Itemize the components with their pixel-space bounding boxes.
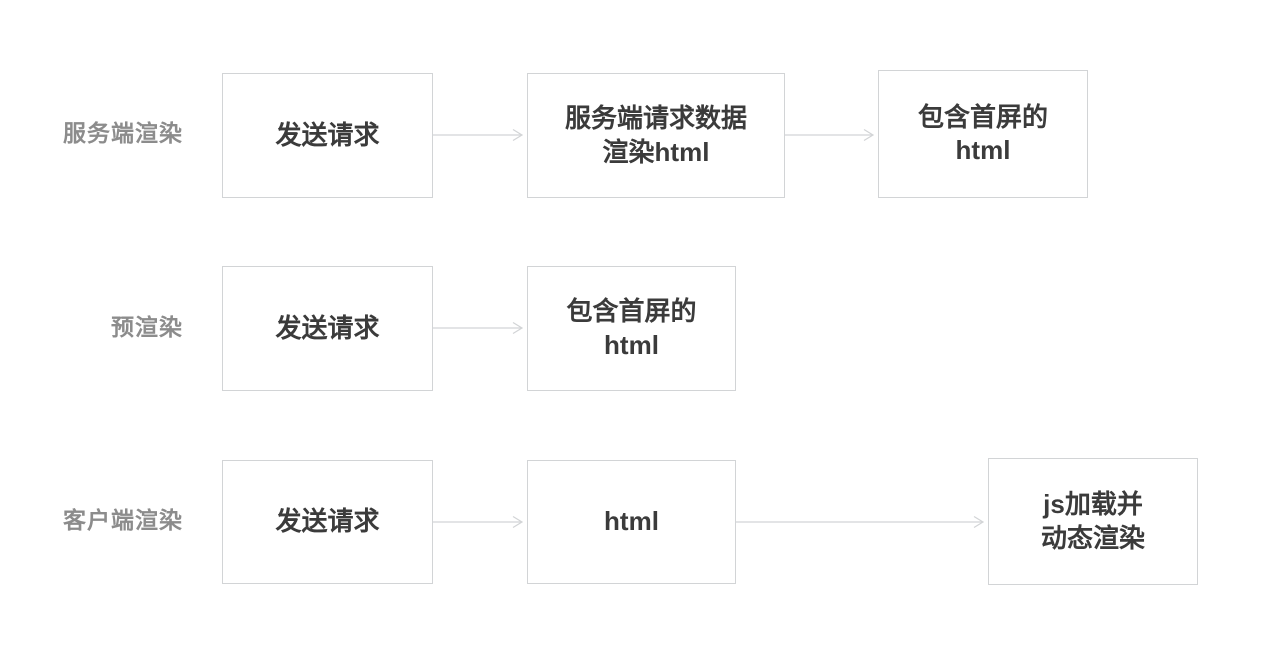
node-csr-html[interactable]: html [527,460,736,584]
row-label-prerendering: 预渲染 [111,314,183,340]
node-pre-html-with-first-screen[interactable]: 包含首屏的 html [527,266,736,391]
node-ssr-server-fetch-render[interactable]: 服务端请求数据 渲染html [527,73,785,198]
arrow-csr-send-request-to-html [433,515,527,529]
arrow-pre-send-request-to-html [433,321,527,335]
node-pre-send-request[interactable]: 发送请求 [222,266,433,391]
arrow-ssr-send-request-to-server-fetch [433,128,527,142]
arrow-csr-html-to-js-dynamic-render [736,515,988,529]
node-csr-send-request[interactable]: 发送请求 [222,460,433,584]
node-csr-js-load-dynamic-render[interactable]: js加载并 动态渲染 [988,458,1198,585]
node-ssr-html-with-first-screen[interactable]: 包含首屏的 html [878,70,1088,198]
row-label-client-side-rendering: 客户端渲染 [63,507,183,533]
node-ssr-send-request[interactable]: 发送请求 [222,73,433,198]
row-label-server-side-rendering: 服务端渲染 [63,120,183,146]
arrow-ssr-server-fetch-to-html [785,128,878,142]
